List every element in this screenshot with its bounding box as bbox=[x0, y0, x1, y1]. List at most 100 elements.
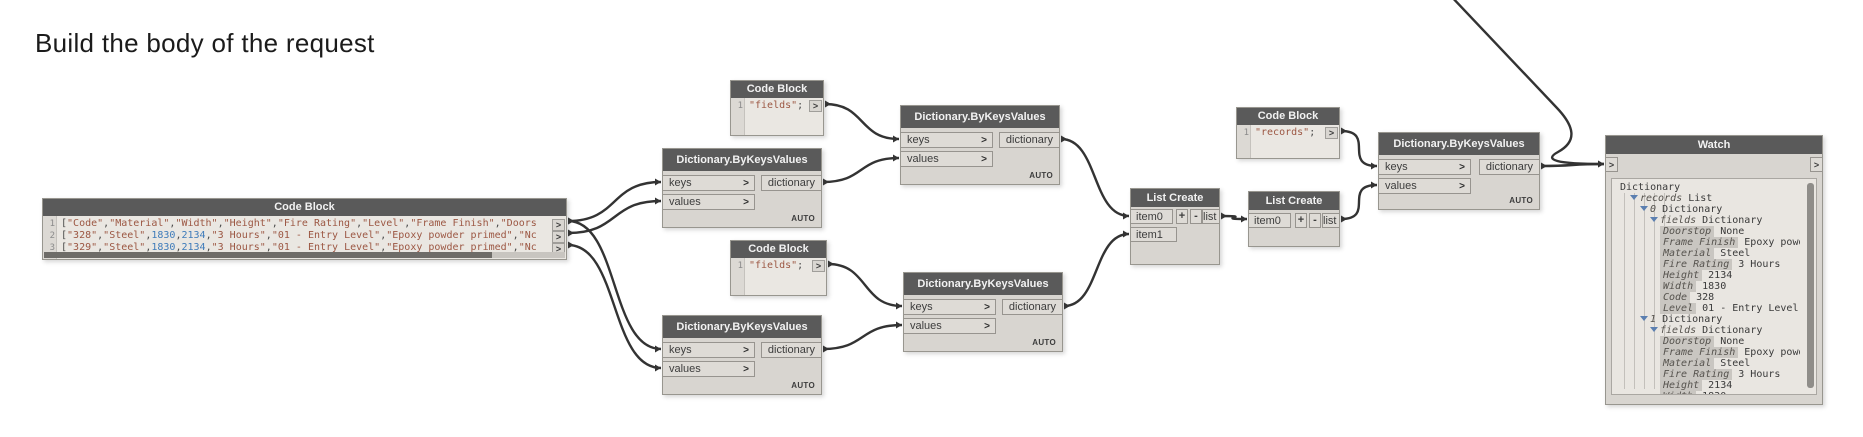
input-port-keys[interactable]: keys> bbox=[663, 342, 755, 358]
code-text[interactable]: ["328","Steel",1830,2134,"3 Hours","01 -… bbox=[61, 230, 537, 241]
input-port[interactable]: > bbox=[1606, 157, 1618, 172]
node-title[interactable]: Dictionary.ByKeysValues bbox=[1379, 133, 1539, 155]
node-dictionary-bykeysvalues-b[interactable]: Dictionary.ByKeysValues keys> dictionary… bbox=[662, 148, 822, 228]
node-dictionary-bykeysvalues-e[interactable]: Dictionary.ByKeysValues keys> dictionary… bbox=[1378, 132, 1540, 210]
tree-value: Dictionary bbox=[1702, 215, 1763, 226]
input-port-keys[interactable]: keys> bbox=[663, 175, 755, 191]
add-input-button[interactable]: + bbox=[1295, 213, 1307, 228]
input-port-item1[interactable]: item1 bbox=[1131, 227, 1177, 242]
node-list-create-1[interactable]: List Create item0 + - list item1 bbox=[1130, 188, 1220, 265]
expand-arrow-icon[interactable] bbox=[1650, 217, 1658, 222]
port-label: values bbox=[907, 153, 939, 165]
node-code-block-fields-bottom[interactable]: Code Block 1"fields"; > bbox=[730, 240, 827, 296]
expand-arrow-icon[interactable] bbox=[1630, 195, 1638, 200]
watch-tree-row[interactable]: fields Dictionary bbox=[1620, 325, 1800, 336]
tree-key: Level bbox=[1660, 303, 1697, 314]
input-port-item0[interactable]: item0 bbox=[1131, 209, 1173, 224]
output-port[interactable]: > bbox=[812, 260, 825, 272]
port-label: keys bbox=[907, 134, 930, 146]
output-port[interactable]: > bbox=[1810, 157, 1822, 172]
output-port-dictionary[interactable]: dictionary bbox=[1002, 299, 1062, 315]
output-port-dictionary[interactable]: dictionary bbox=[761, 175, 821, 191]
output-port-list[interactable]: list bbox=[1322, 213, 1339, 228]
node-dictionary-bykeysvalues-a[interactable]: Dictionary.ByKeysValues keys> dictionary… bbox=[900, 105, 1060, 185]
wire-connector-nub bbox=[655, 197, 661, 205]
node-title[interactable]: Dictionary.ByKeysValues bbox=[663, 149, 821, 171]
output-port[interactable]: > bbox=[1325, 127, 1338, 139]
wire-connector-nub bbox=[655, 364, 661, 372]
watch-tree-row[interactable]: 0 Dictionary bbox=[1620, 204, 1800, 215]
node-title[interactable]: Dictionary.ByKeysValues bbox=[904, 273, 1062, 295]
node-title[interactable]: Dictionary.ByKeysValues bbox=[663, 316, 821, 338]
node-title[interactable]: Code Block bbox=[43, 199, 566, 216]
watch-tree-row[interactable]: records List bbox=[1620, 193, 1800, 204]
tree-value: 01 - Entry Level bbox=[1702, 303, 1799, 314]
lacing-auto-badge[interactable]: AUTO bbox=[791, 381, 815, 390]
node-code-block-fields-top[interactable]: Code Block 1"fields"; > bbox=[730, 80, 824, 136]
tree-key: Fire Rating bbox=[1660, 259, 1733, 270]
code-editor[interactable]: 1"records"; > bbox=[1237, 125, 1339, 158]
input-port-keys[interactable]: keys> bbox=[1379, 159, 1471, 175]
add-input-button[interactable]: + bbox=[1176, 209, 1188, 224]
node-dictionary-bykeysvalues-c[interactable]: Dictionary.ByKeysValues keys> dictionary… bbox=[903, 272, 1063, 352]
input-port-values[interactable]: values> bbox=[1379, 178, 1471, 194]
code-text[interactable]: "fields"; bbox=[749, 260, 804, 271]
node-title[interactable]: Dictionary.ByKeysValues bbox=[901, 106, 1059, 128]
vertical-scrollbar-thumb[interactable] bbox=[1807, 183, 1814, 388]
code-editor[interactable]: 1"fields"; > bbox=[731, 98, 823, 135]
node-title[interactable]: List Create bbox=[1131, 189, 1219, 207]
input-port-item0[interactable]: item0 bbox=[1249, 213, 1291, 228]
remove-input-button[interactable]: - bbox=[1190, 209, 1202, 224]
code-text[interactable]: "records"; bbox=[1255, 127, 1316, 138]
scrollbar-thumb[interactable] bbox=[44, 252, 493, 258]
lacing-auto-badge[interactable]: AUTO bbox=[791, 214, 815, 223]
remove-input-button[interactable]: - bbox=[1309, 213, 1321, 228]
lacing-auto-badge[interactable]: AUTO bbox=[1029, 171, 1053, 180]
chevron-right-icon: > bbox=[1459, 161, 1465, 173]
wire-connector-nub bbox=[893, 135, 899, 143]
expand-arrow-icon[interactable] bbox=[1650, 327, 1658, 332]
node-list-create-2[interactable]: List Create item0 + - list bbox=[1248, 191, 1340, 247]
output-port-line2[interactable]: > bbox=[552, 231, 565, 243]
node-title[interactable]: Watch bbox=[1606, 136, 1822, 154]
node-title[interactable]: Code Block bbox=[731, 241, 826, 258]
code-text[interactable]: "fields"; bbox=[749, 100, 804, 111]
node-title[interactable]: List Create bbox=[1249, 192, 1339, 210]
output-port-line1[interactable]: > bbox=[552, 219, 565, 231]
input-port-values[interactable]: values> bbox=[901, 151, 993, 167]
watch-tree-row: Doorstop None bbox=[1620, 336, 1800, 347]
output-port-dictionary[interactable]: dictionary bbox=[761, 342, 821, 358]
node-title[interactable]: Code Block bbox=[731, 81, 823, 98]
output-port[interactable]: > bbox=[809, 100, 822, 112]
expand-arrow-icon[interactable] bbox=[1640, 206, 1648, 211]
input-port-values[interactable]: values> bbox=[663, 361, 755, 377]
lacing-auto-badge[interactable]: AUTO bbox=[1509, 196, 1533, 205]
output-port-list[interactable]: list bbox=[1202, 209, 1219, 224]
input-port-values[interactable]: values> bbox=[663, 194, 755, 210]
node-code-block-records[interactable]: Code Block 1"records"; > bbox=[1236, 107, 1340, 159]
tree-value: Epoxy powder bbox=[1744, 347, 1800, 358]
wire-connector-nub bbox=[1064, 302, 1070, 310]
code-editor[interactable]: 1["Code","Material","Width","Height","Fi… bbox=[43, 216, 566, 259]
code-text[interactable]: ["Code","Material","Width","Height","Fir… bbox=[61, 218, 537, 229]
node-dictionary-bykeysvalues-d[interactable]: Dictionary.ByKeysValues keys> dictionary… bbox=[662, 315, 822, 395]
node-title[interactable]: Code Block bbox=[1237, 108, 1339, 125]
output-port-dictionary[interactable]: dictionary bbox=[1479, 159, 1539, 175]
horizontal-scrollbar[interactable] bbox=[44, 252, 565, 258]
output-port-dictionary[interactable]: dictionary bbox=[999, 132, 1059, 148]
lacing-auto-badge[interactable]: AUTO bbox=[1032, 338, 1056, 347]
node-code-block-main[interactable]: Code Block 1["Code","Material","Width","… bbox=[42, 198, 567, 260]
input-port-keys[interactable]: keys> bbox=[904, 299, 996, 315]
watch-tree-row[interactable]: 1 Dictionary bbox=[1620, 314, 1800, 325]
port-label: keys bbox=[669, 344, 692, 356]
tree-value: 1830 bbox=[1702, 391, 1726, 394]
code-editor[interactable]: 1"fields"; > bbox=[731, 258, 826, 295]
input-port-values[interactable]: values> bbox=[904, 318, 996, 334]
watch-tree-row[interactable]: fields Dictionary bbox=[1620, 215, 1800, 226]
code-text[interactable]: ["329","Steel",1830,2134,"3 Hours","01 -… bbox=[61, 242, 537, 253]
expand-arrow-icon[interactable] bbox=[1640, 316, 1648, 321]
input-port-keys[interactable]: keys> bbox=[901, 132, 993, 148]
